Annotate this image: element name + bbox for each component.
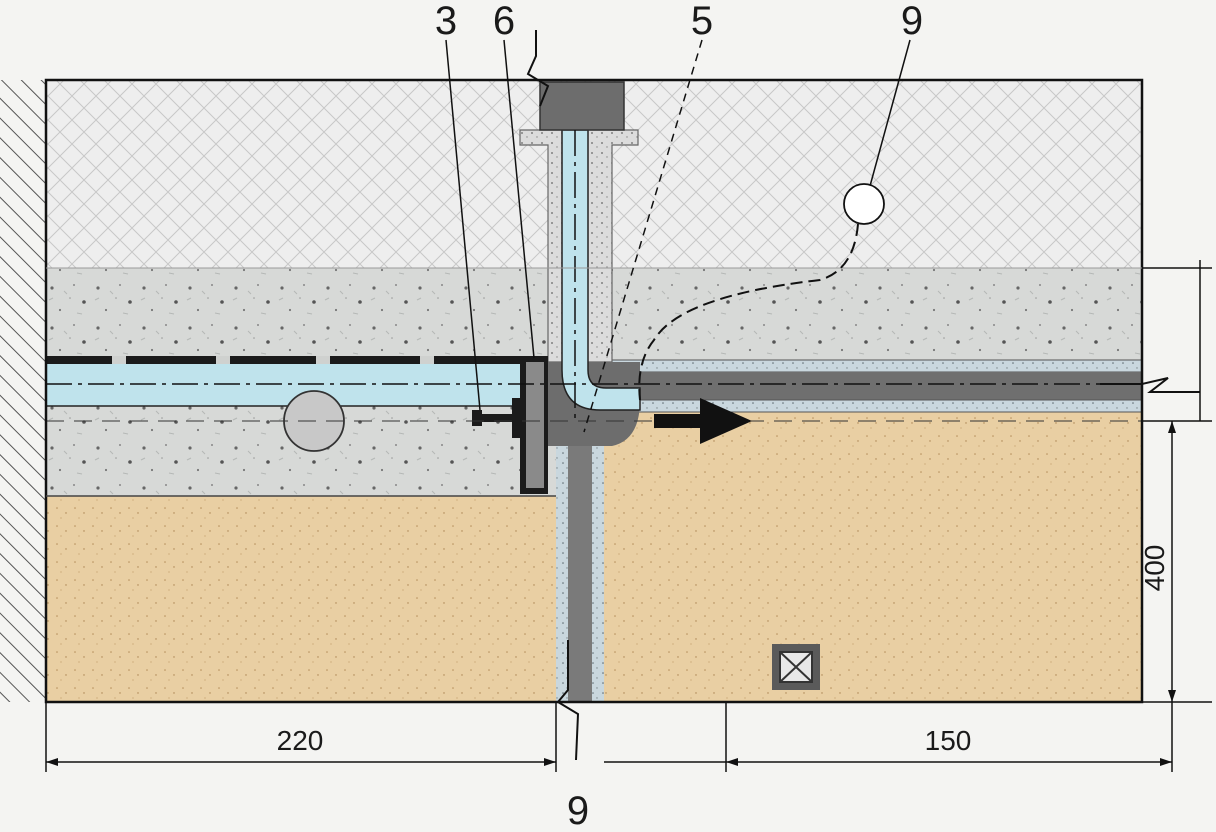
vertical-joint bbox=[568, 446, 592, 702]
callout-bubble bbox=[843, 183, 885, 225]
bolt bbox=[476, 414, 514, 422]
dim-left-label: 220 bbox=[277, 725, 324, 756]
horizontal-pipe-left bbox=[45, 361, 527, 407]
break-line-bottom bbox=[556, 640, 580, 761]
sand-layer-right bbox=[604, 412, 1142, 702]
leader-6 bbox=[503, 39, 535, 359]
leader-3 bbox=[445, 39, 481, 411]
callout-6: 6 bbox=[493, 0, 515, 43]
break-line-right bbox=[1100, 377, 1200, 393]
leader-9-top bbox=[869, 39, 911, 187]
flow-arrow-icon bbox=[654, 398, 752, 444]
sand-layer-left bbox=[46, 496, 556, 702]
callout-9-top: 9 bbox=[901, 0, 923, 43]
dim-vertical-label: 400 bbox=[1139, 545, 1170, 592]
dimension-vertical: 400 bbox=[1139, 260, 1212, 703]
callout-9-bottom: 9 bbox=[567, 789, 589, 832]
leader-5 bbox=[583, 39, 703, 433]
hatch-wall bbox=[0, 80, 46, 702]
section-outline bbox=[44, 78, 1144, 704]
callout-5: 5 bbox=[691, 0, 713, 43]
dimension-left: 220 bbox=[45, 702, 557, 772]
leader-9-curve bbox=[638, 223, 859, 401]
dashed-membrane bbox=[46, 356, 526, 364]
sealant-channel bbox=[604, 372, 1142, 400]
break-line-top bbox=[526, 30, 550, 107]
pipe-top-cap bbox=[539, 81, 625, 131]
manhole-cover-icon bbox=[772, 644, 820, 690]
dimension-right: 150 bbox=[604, 702, 1173, 772]
dim-right-label: 150 bbox=[925, 725, 972, 756]
callout-3: 3 bbox=[435, 0, 457, 43]
